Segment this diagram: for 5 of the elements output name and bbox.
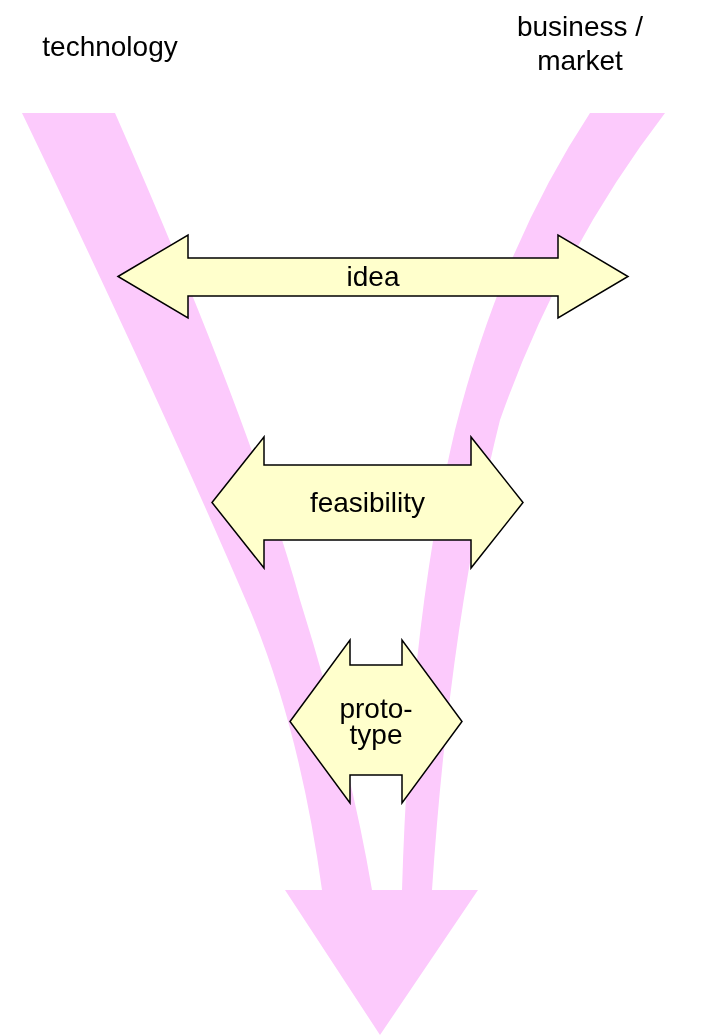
arrow-label: idea	[345, 263, 401, 290]
arrow-label: proto- type	[338, 695, 414, 748]
arrow-label: feasibility	[308, 489, 427, 516]
band-label: business / market	[515, 10, 645, 78]
band-label: technology	[41, 30, 179, 64]
